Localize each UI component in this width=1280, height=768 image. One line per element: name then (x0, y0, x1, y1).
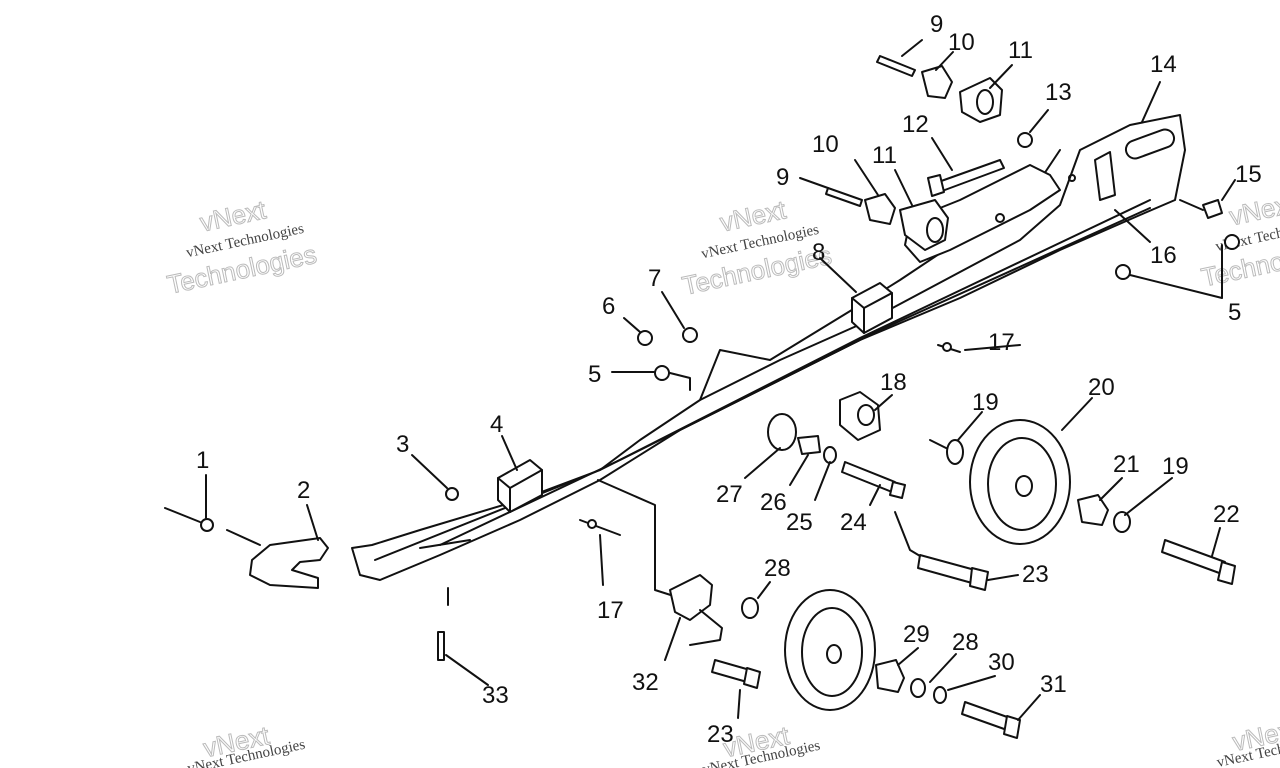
watermark-bottom-left: vNext vNext Technologies (186, 719, 307, 768)
part-block-8 (851, 282, 893, 334)
callout-30: 30 (988, 649, 1015, 676)
callout-21: 21 (1113, 451, 1140, 478)
callout-22: 22 (1213, 501, 1240, 528)
callout-17: 17 (988, 329, 1015, 356)
callout-15: 15 (1235, 161, 1262, 188)
callout-24: 24 (840, 509, 867, 536)
callout-31: 31 (1040, 671, 1067, 698)
leader-lines (205, 39, 1236, 721)
callout-10: 10 (948, 29, 975, 56)
callout-11: 11 (872, 142, 897, 169)
callout-18: 18 (880, 369, 907, 396)
callout-12: 12 (902, 111, 929, 138)
svg-text:vNext: vNext (1227, 188, 1280, 231)
callout-23: 23 (707, 721, 734, 748)
callout-20: 20 (1088, 374, 1115, 401)
callout-19: 19 (1162, 453, 1189, 480)
callout-11: 11 (1008, 37, 1033, 64)
callout-5: 5 (588, 361, 601, 388)
watermark-left: vNext vNext Technologies Technologies (164, 194, 320, 300)
callout-4: 4 (490, 411, 503, 438)
callout-26: 26 (760, 489, 787, 516)
wheel-lower (669, 574, 1021, 739)
callout-1: 1 (196, 447, 209, 474)
fasteners (164, 132, 1240, 661)
callout-14: 14 (1150, 51, 1177, 78)
callout-25: 25 (786, 509, 813, 536)
callout-8: 8 (812, 239, 825, 266)
callout-6: 6 (602, 293, 615, 320)
callout-10: 10 (812, 131, 839, 158)
watermark-center: vNext vNext Technologies Technologies (679, 194, 835, 302)
upper-hardware (825, 55, 1005, 251)
callout-3: 3 (396, 431, 409, 458)
callout-7: 7 (648, 265, 661, 292)
wheel-20 (929, 419, 1236, 585)
callout-labels: 1 2 3 4 5 5 6 7 8 9 9 10 10 11 11 12 13 … (196, 11, 1262, 748)
callout-28: 28 (952, 629, 979, 656)
callout-29: 29 (903, 621, 930, 648)
mid-hardware (767, 391, 989, 591)
callout-16: 16 (1150, 242, 1177, 269)
callout-9: 9 (776, 164, 789, 191)
callout-33: 33 (482, 682, 509, 709)
callout-27: 27 (716, 481, 743, 508)
callout-17: 17 (597, 597, 624, 624)
part-block-4 (497, 459, 543, 513)
callout-5: 5 (1228, 299, 1241, 326)
callout-9: 9 (930, 11, 943, 38)
watermark-bottom-right: vNext vNext Technologies (1215, 713, 1280, 768)
callout-28: 28 (764, 555, 791, 582)
part-tip-2 (249, 537, 329, 589)
callout-23: 23 (1022, 561, 1049, 588)
callout-13: 13 (1045, 79, 1072, 106)
callout-2: 2 (297, 477, 310, 504)
callout-19: 19 (972, 389, 999, 416)
callout-32: 32 (632, 669, 659, 696)
